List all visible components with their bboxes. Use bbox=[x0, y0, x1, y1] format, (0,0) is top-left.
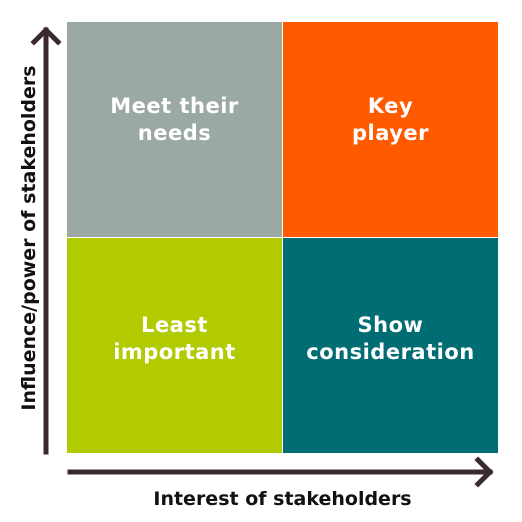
quadrant-label-line: Meet their bbox=[110, 93, 239, 118]
quadrant-label-line: consideration bbox=[306, 339, 475, 364]
quadrant-label-line: Show bbox=[357, 312, 424, 337]
quadrant-label-line: needs bbox=[137, 120, 212, 145]
quadrant-label-line: Key bbox=[367, 93, 414, 118]
stakeholder-matrix: Meet their needs Key player Least import… bbox=[67, 22, 498, 453]
quadrant-key-player: Key player bbox=[283, 22, 498, 237]
quadrant-label-line: player bbox=[351, 120, 430, 145]
quadrant-label-line: important bbox=[113, 339, 236, 364]
x-axis-arrowhead-icon bbox=[474, 456, 494, 488]
quadrant-show-consideration: Show consideration bbox=[283, 238, 498, 453]
x-axis-label: Interest of stakeholders bbox=[153, 488, 412, 510]
quadrant-least-important: Least important bbox=[67, 238, 282, 453]
y-axis-label: Influence/power of stakeholders bbox=[18, 65, 40, 411]
quadrant-label-line: Least bbox=[141, 312, 208, 337]
quadrant-meet-their-needs: Meet their needs bbox=[67, 22, 282, 237]
y-axis-arrowhead-icon bbox=[30, 26, 62, 46]
